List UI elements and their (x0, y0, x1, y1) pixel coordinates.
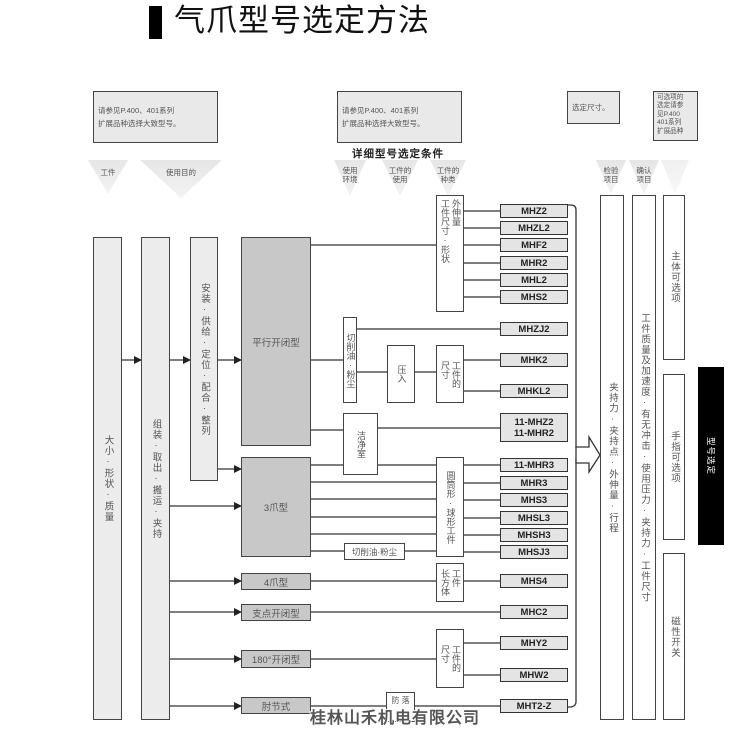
type-label: 180°开闭型 (251, 655, 301, 666)
step-label-confirm: 确认 项目 (636, 166, 652, 184)
model-box[interactable]: MHW2 (500, 668, 568, 682)
model-box[interactable]: MHT2-Z (500, 699, 568, 713)
condition-text: 洁净室 (356, 430, 366, 458)
option-label: 磁性开关 (669, 615, 680, 658)
condition-text: 防 落 (391, 696, 410, 705)
type-label: 支点开闭型 (252, 608, 300, 620)
condition-text: 切削油·粉尘 (351, 546, 398, 557)
model-box[interactable]: MHS4 (500, 574, 568, 588)
type-4-finger: 4爪型 (241, 573, 311, 590)
model-box[interactable]: MHS3 (500, 493, 568, 507)
condition-clean-room: 洁净室 (343, 413, 378, 475)
step-label-environment: 使用 环境 (342, 166, 358, 184)
condition-cutting-oil-dust-h: 切削油·粉尘 (344, 543, 405, 560)
option-finger: 手指可选项 (663, 374, 685, 540)
note-box-rough-selection-2: 请参见P.400、401系列 扩展品种选择大致型号。 (337, 91, 462, 143)
note-line: 见P.400 (657, 110, 680, 118)
step-label-workpiece: 工件 (100, 168, 116, 177)
final-model-selection: 型号选定 (698, 367, 724, 545)
condition-text: 圆筒形·球形工件 (445, 470, 456, 544)
condition-cylindrical-spherical: 圆筒形·球形工件 (436, 457, 464, 557)
option-label: 主体可选项 (669, 251, 680, 304)
type-label: 4爪型 (263, 577, 289, 589)
condition-text: 外伸量 工件尺寸·形状 (440, 199, 461, 263)
type-3-finger: 3爪型 (241, 457, 311, 557)
type-parallel: 平行开闭型 (241, 237, 311, 446)
model-box[interactable]: MHZJ2 (500, 322, 568, 336)
column-purpose-text: 组装·取出·搬运·夹持 (150, 418, 162, 539)
note-line: 扩展品种选择大致型号。 (342, 119, 425, 128)
note-line: 选定请参 (657, 102, 684, 110)
condition-work-size: 工件的 尺寸 (436, 345, 464, 403)
type-label: 平行开闭型 (252, 337, 300, 349)
model-box[interactable]: 11-MHZ2 11-MHR2 (500, 413, 568, 442)
type-toggle: 肘节式 (241, 697, 311, 714)
condition-text: 工件 长方体 (440, 569, 461, 596)
condition-press-fit: 压入 (387, 345, 415, 403)
column-purpose: 组装·取出·搬运·夹持 (141, 237, 170, 720)
model-box[interactable]: MHF2 (500, 238, 568, 252)
type-180-degree: 180°开闭型 (241, 650, 311, 668)
model-box[interactable]: MHR2 (500, 256, 568, 270)
condition-rectangular: 工件 长方体 (436, 563, 464, 602)
condition-work-size-2: 工件的 尺寸 (436, 629, 464, 688)
step-label-check: 检验 项目 (603, 166, 619, 184)
option-body: 主体可选项 (663, 195, 685, 360)
note-line: 扩展品种选择大致型号。 (98, 119, 181, 128)
column-workpiece: 大小·形状·质量 (93, 237, 122, 720)
column-confirm-items-text: 工件质量及加速度·有无冲击·使用压力·夹持力·工件尺寸 (639, 312, 650, 603)
model-box[interactable]: MHZ2 (500, 204, 568, 218)
model-box[interactable]: MHSJ3 (500, 545, 568, 559)
model-box[interactable]: MHR3 (500, 476, 568, 490)
section-heading: 详细型号选定条件 (352, 148, 444, 160)
note-line: 401系列 (657, 119, 682, 127)
condition-drop-prevention: 防 落 (386, 692, 415, 722)
model-box[interactable]: MHL2 (500, 273, 568, 287)
column-confirm-items: 工件质量及加速度·有无冲击·使用压力·夹持力·工件尺寸 (632, 195, 656, 720)
note-line: 可选项的 (657, 94, 684, 101)
note-box-size-selection: 选定尺寸。 (567, 91, 620, 124)
condition-text: 工件的 尺寸 (440, 360, 461, 388)
step-label-purpose: 使用目的 (166, 168, 196, 177)
note-line: 请参见P.400、401系列 (98, 106, 175, 115)
model-box[interactable]: MHK2 (500, 353, 568, 367)
note-line: 扩展品种 (657, 127, 684, 135)
condition-overhang-size-shape: 外伸量 工件尺寸·形状 (436, 195, 464, 312)
column-purpose-detail: 安装·供给·定位·配合·整列 (190, 237, 218, 481)
column-workpiece-text: 大小·形状·质量 (102, 435, 114, 522)
condition-cutting-oil-dust: 切削油·粉尘 (343, 317, 357, 403)
column-check-items-text: 夹持力·夹持点·外伸量·行程 (607, 381, 618, 534)
step-label-work-usage: 工件的 使用 (388, 166, 412, 184)
model-box[interactable]: MHZL2 (500, 221, 568, 235)
condition-text: 工件的 尺寸 (440, 645, 461, 672)
watermark: 桂林山禾机电有限公司 (310, 710, 481, 727)
final-label: 型号选定 (706, 436, 716, 475)
option-label: 手指可选项 (669, 430, 680, 484)
note-line: 请参见P.400、401系列 (342, 106, 419, 115)
model-box[interactable]: MHSH3 (500, 528, 568, 542)
note-line: 选定尺寸。 (572, 103, 610, 112)
option-auto-switch: 磁性开关 (663, 553, 685, 720)
model-box[interactable]: MHY2 (500, 636, 568, 650)
title-bar-mark (149, 6, 162, 39)
model-box[interactable]: 11-MHR3 (500, 458, 568, 472)
model-box[interactable]: MHKL2 (500, 384, 568, 398)
condition-text: 切削油·粉尘 (345, 332, 356, 388)
condition-text: 压入 (396, 365, 407, 383)
step-label-work-kind: 工件的 种类 (436, 166, 460, 184)
model-box[interactable]: MHC2 (500, 605, 568, 619)
model-box[interactable]: MHSL3 (500, 511, 568, 525)
note-box-rough-selection: 请参见P.400、401系列 扩展品种选择大致型号。 (93, 91, 218, 143)
type-fulcrum: 支点开闭型 (241, 604, 311, 621)
type-label: 肘节式 (261, 701, 291, 713)
type-label: 3爪型 (263, 503, 289, 514)
page-title: 气爪型号选定方法 (174, 3, 430, 38)
column-purpose-detail-text: 安装·供给·定位·配合·整列 (199, 282, 210, 436)
model-box[interactable]: MHS2 (500, 290, 568, 304)
column-check-items: 夹持力·夹持点·外伸量·行程 (600, 195, 624, 720)
note-box-options: 可选项的 选定请参 见P.400 401系列 扩展品种 (653, 91, 698, 141)
